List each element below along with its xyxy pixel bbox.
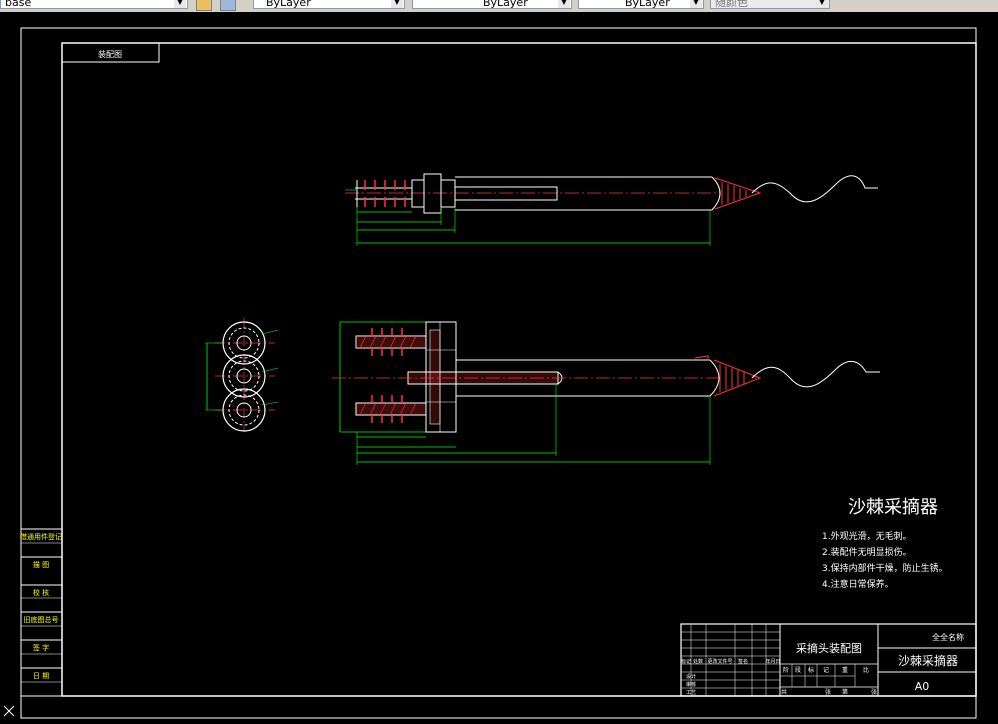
titleblock-drawing-name: 采摘头装配图 xyxy=(796,641,862,655)
side-table: 借通用件登记 描 图 校 核 旧底图总号 签 字 日 期 xyxy=(20,528,63,697)
linetype-value: ByLayer xyxy=(483,0,528,9)
layer-previous-icon[interactable] xyxy=(220,0,236,11)
plotstyle-value: 随颜色 xyxy=(715,0,748,9)
color-value: ByLayer xyxy=(266,0,311,9)
layer-state-icon[interactable] xyxy=(196,0,212,11)
titleblock-bottom-label: 共 xyxy=(781,688,787,696)
titleblock-row-label: 年月日 xyxy=(765,658,780,665)
side-table-cell: 校 核 xyxy=(33,588,49,597)
titleblock-stage-label: 阶 xyxy=(783,666,789,674)
lineweight-dropdown[interactable]: ByLayer ▼ xyxy=(578,0,704,9)
titleblock-stage-label: 记 xyxy=(823,667,829,674)
drawing-svg: 装配图 借通用件登记 描 图 校 核 旧底图总号 签 字 日 期 xyxy=(3,27,977,719)
titleblock-row-label: 处数 xyxy=(693,658,703,665)
title-block: 采摘头装配图 全全名称 沙棘采摘器 A0 标记 处数 分区 更改文件号 签名 年… xyxy=(680,623,977,697)
chevron-down-icon[interactable]: ▼ xyxy=(391,0,403,8)
side-table-cell: 日 期 xyxy=(33,672,49,680)
titleblock-left-row: 审核 xyxy=(686,681,696,688)
chevron-down-icon[interactable]: ▼ xyxy=(816,0,828,8)
note-line: 2.装配件无明显损伤。 xyxy=(822,546,912,558)
side-table-cell: 旧底图总号 xyxy=(24,615,59,624)
titleblock-sheet-size: A0 xyxy=(915,680,930,693)
note-line: 3.保持内部件干燥，防止生锈。 xyxy=(822,562,948,574)
titleblock-row-label: 标记 xyxy=(681,658,691,665)
side-table-cell: 描 图 xyxy=(33,560,49,569)
titleblock-row-label: 更改文件号 xyxy=(707,658,732,665)
drawing-title: 沙棘采摘器 xyxy=(848,497,938,518)
chevron-down-icon[interactable]: ▼ xyxy=(558,0,570,8)
titleblock-row-label: 签名 xyxy=(738,658,748,665)
titleblock-part-name: 沙棘采摘器 xyxy=(898,653,958,668)
linetype-dropdown[interactable]: ByLayer ▼ xyxy=(412,0,572,9)
ucs-icon xyxy=(3,705,15,717)
note-line: 4.注意日常保养。 xyxy=(822,578,894,590)
titleblock-bottom-label: 张 xyxy=(871,688,877,696)
text-style-value: base xyxy=(5,0,32,9)
titleblock-school: 全全名称 xyxy=(932,632,964,642)
chevron-down-icon[interactable]: ▼ xyxy=(690,0,702,8)
titleblock-bottom-label: 张 xyxy=(825,688,831,696)
sheet-inner-border xyxy=(61,42,977,697)
drawing-canvas[interactable]: 装配图 借通用件登记 描 图 校 核 旧底图总号 签 字 日 期 xyxy=(0,12,998,720)
chevron-down-icon[interactable]: ▼ xyxy=(174,0,186,8)
note-line: 1.外观光滑，无毛刺。 xyxy=(822,530,912,542)
titleblock-stage-label: 比 xyxy=(863,666,869,674)
properties-toolbar: base ▼ ByLayer ▼ ByLayer ▼ ByLayer ▼ 随颜色… xyxy=(0,0,998,13)
side-table-cell: 借通用件登记 xyxy=(20,532,62,541)
titleblock-stage-label: 标 xyxy=(808,666,814,674)
color-dropdown[interactable]: ByLayer ▼ xyxy=(253,0,405,9)
titleblock-stage-label: 段 xyxy=(795,666,801,674)
plotstyle-dropdown[interactable]: 随颜色 ▼ xyxy=(710,0,830,9)
corner-label-box xyxy=(61,42,160,63)
end-view xyxy=(205,318,279,432)
titleblock-bottom-label: 第 xyxy=(842,688,848,696)
titleblock-left-row: 工艺 xyxy=(686,690,696,696)
section-view xyxy=(332,321,880,465)
lineweight-value: ByLayer xyxy=(625,0,670,9)
top-view xyxy=(345,173,878,246)
corner-label: 装配图 xyxy=(98,49,122,59)
titleblock-stage-label: 重 xyxy=(842,666,848,674)
titleblock-left-row: 设计 xyxy=(686,673,696,680)
side-table-cell: 签 字 xyxy=(33,643,49,652)
text-style-dropdown[interactable]: base ▼ xyxy=(0,0,188,9)
